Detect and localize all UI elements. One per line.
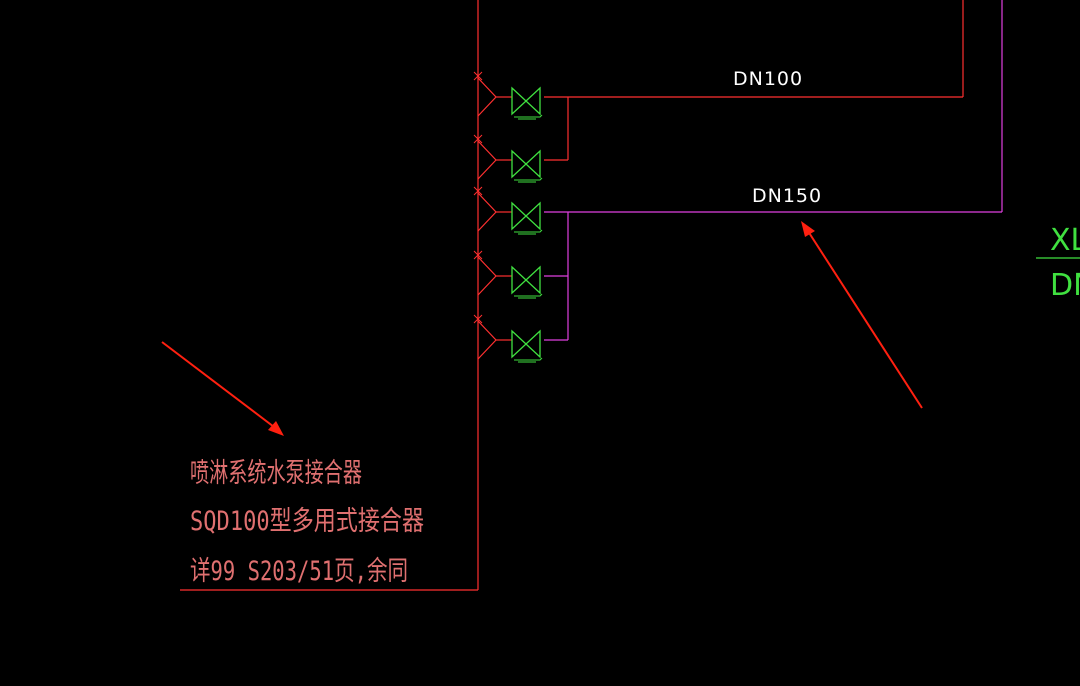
check-valve-icon [473,134,543,183]
note-line-3: 详99 S203/51页,余同 [190,556,408,587]
dn150-label: DN150 [752,185,822,207]
red-arrow-icon [161,341,284,436]
connector-unit-2 [473,134,543,183]
connector-unit-1 [473,71,543,120]
edge-tag-bottom: DN [1050,268,1080,303]
red-arrow-icon [801,221,923,409]
check-valve-icon [473,314,543,363]
edge-tag-top: XL [1050,223,1080,258]
check-valve-icon [473,250,543,299]
check-valve-icon [473,71,543,120]
check-valve-icon [473,186,543,235]
connector-unit-5 [473,314,543,363]
note-line-1: 喷淋系统水泵接合器 [190,458,362,489]
connector-unit-4 [473,250,543,299]
connector-unit-3 [473,186,543,235]
dn100-label: DN100 [733,68,803,90]
note-line-2: SQD100型多用式接合器 [190,506,424,537]
